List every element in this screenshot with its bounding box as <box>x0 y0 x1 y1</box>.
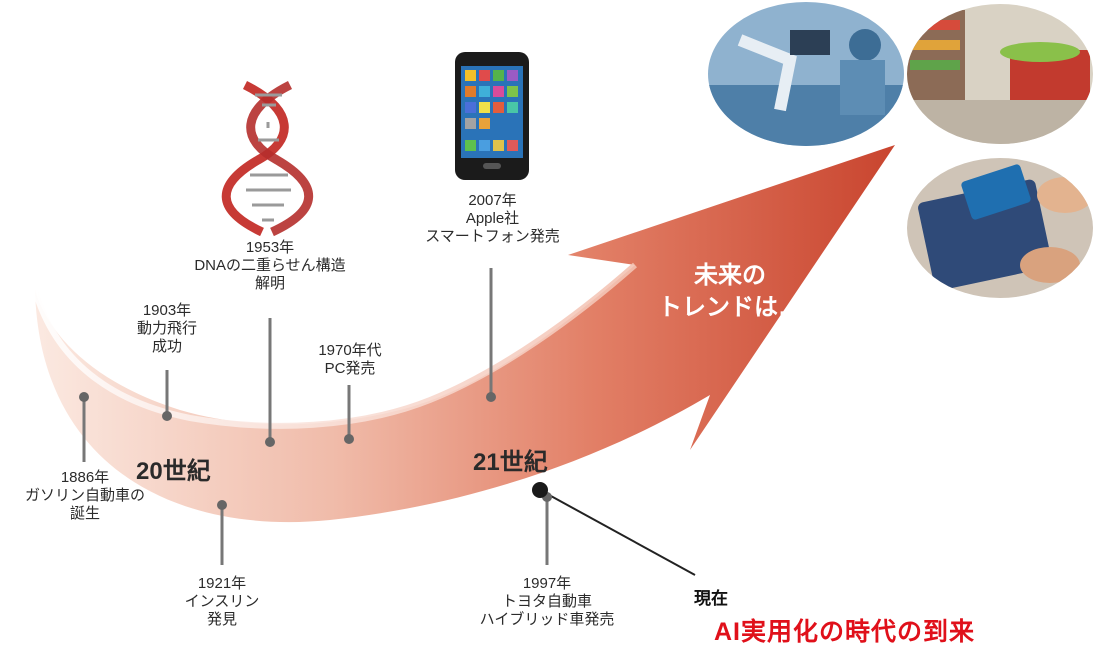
card-payment-image <box>907 158 1093 298</box>
supermarket-image <box>907 4 1093 144</box>
milestone-1921-label: 1921年インスリン発見 <box>184 575 260 628</box>
smartphone-image <box>455 52 529 180</box>
arrow-top-edge <box>32 262 637 429</box>
era-21st-century: 21世紀 <box>473 449 548 476</box>
future-trend-text: 未来の トレンドは… <box>658 262 802 321</box>
connector-lines <box>82 268 696 576</box>
dna-helix-image <box>221 80 314 237</box>
milestone-1886-label: 1886年ガソリン自動車の誕生 <box>24 469 145 522</box>
robotic-surgery-image <box>708 2 904 146</box>
present-label: 現在 <box>694 589 728 608</box>
milestone-1903-label: 1903年動力飛行成功 <box>136 302 197 355</box>
milestone-markers <box>79 392 552 510</box>
milestone-1997-label: 1997年トヨタ自動車ハイブリッド車発売 <box>479 575 615 628</box>
present-marker <box>532 482 548 498</box>
era-20th-century: 20世紀 <box>136 458 211 485</box>
ai-era-caption: AI実用化の時代の到来 <box>714 618 976 646</box>
